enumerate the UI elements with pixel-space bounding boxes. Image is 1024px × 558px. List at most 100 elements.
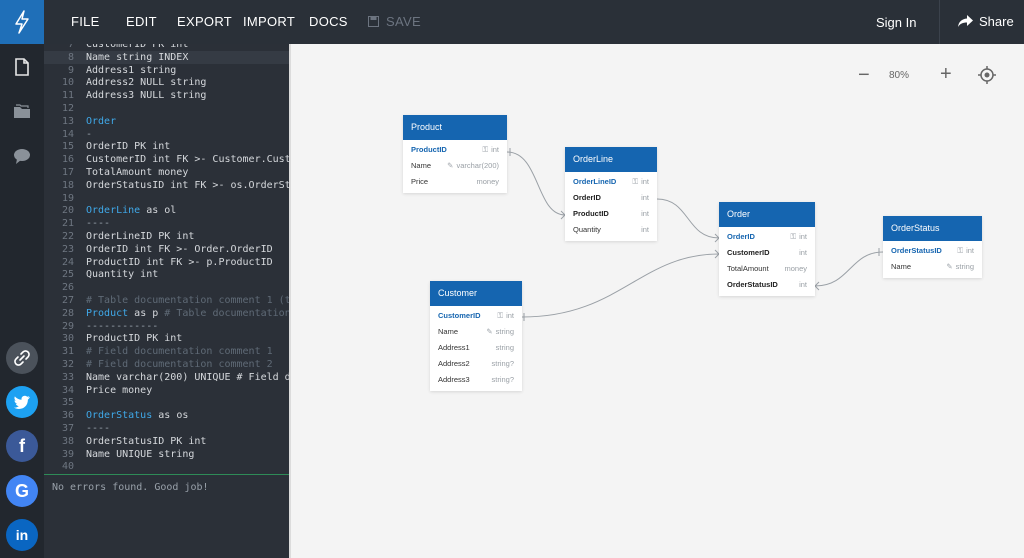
- zoom-in-button[interactable]: +: [940, 63, 952, 85]
- linkedin-icon[interactable]: in: [6, 519, 38, 551]
- code-line[interactable]: 35: [44, 396, 290, 409]
- table-field-row[interactable]: Name✎string: [430, 324, 522, 340]
- app-logo[interactable]: [0, 0, 44, 44]
- menu-save[interactable]: SAVE: [386, 14, 421, 29]
- table-field-row[interactable]: Name✎varchar(200): [403, 158, 507, 174]
- line-number: 34: [61, 384, 74, 396]
- code-text: Address2 NULL string: [86, 77, 207, 89]
- zoom-out-button[interactable]: −: [858, 64, 870, 86]
- code-line[interactable]: 19: [44, 192, 290, 205]
- field-type: ⚿int: [482, 142, 499, 158]
- twitter-icon[interactable]: [6, 386, 38, 418]
- share-button[interactable]: Share: [958, 14, 1014, 29]
- crosshair-icon[interactable]: [978, 66, 996, 84]
- table-field-row[interactable]: ProductID⚿int: [403, 142, 507, 158]
- facebook-icon[interactable]: f: [6, 430, 38, 462]
- code-line[interactable]: 31# Field documentation comment 1: [44, 345, 290, 358]
- relation-order-orderstatus: [814, 251, 884, 287]
- table-field-row[interactable]: OrderStatusID⚿int: [883, 243, 982, 259]
- table-title[interactable]: Product: [403, 115, 507, 140]
- table-field-row[interactable]: OrderLineID⚿int: [565, 174, 657, 190]
- field-name: OrderID: [573, 193, 601, 202]
- menu-export[interactable]: EXPORT: [177, 14, 233, 29]
- panel-splitter[interactable]: [289, 44, 291, 558]
- code-line[interactable]: 27# Table documentation comment 1 (try: [44, 294, 290, 307]
- code-line[interactable]: 12: [44, 102, 290, 115]
- table-field-row[interactable]: OrderID⚿int: [719, 229, 815, 245]
- code-line[interactable]: 29------------: [44, 320, 290, 333]
- google-icon[interactable]: G: [6, 475, 38, 507]
- sign-in-button[interactable]: Sign In: [876, 15, 917, 30]
- relation-product-orderline: [506, 151, 566, 216]
- table-field-row[interactable]: CustomerID⚿int: [430, 308, 522, 324]
- line-number: 35: [61, 397, 74, 409]
- code-text: ----: [86, 218, 111, 230]
- top-menu-bar: FILE EDIT EXPORT IMPORT DOCS SAVE Sign I…: [0, 0, 1024, 44]
- menu-edit[interactable]: EDIT: [126, 14, 157, 29]
- table-title[interactable]: OrderStatus: [883, 216, 982, 241]
- comment-icon[interactable]: [12, 146, 32, 166]
- code-text: ProductID int FK >- p.ProductID: [86, 256, 273, 268]
- code-line[interactable]: 37----: [44, 422, 290, 435]
- table-title[interactable]: OrderLine: [565, 147, 657, 172]
- save-icon: [368, 16, 379, 27]
- code-line[interactable]: 40: [44, 460, 290, 473]
- table-field-row[interactable]: Name✎string: [883, 259, 982, 275]
- code-line[interactable]: 32# Field documentation comment 2: [44, 358, 290, 371]
- field-type: ⚿int: [632, 174, 649, 190]
- code-text: # Table documentation comment 1 (try: [86, 295, 290, 306]
- menu-file[interactable]: FILE: [71, 14, 100, 29]
- line-number: 32: [61, 359, 74, 370]
- folder-icon[interactable]: [12, 102, 32, 122]
- code-line[interactable]: 26: [44, 281, 290, 294]
- menu-import[interactable]: IMPORT: [243, 14, 296, 29]
- code-line[interactable]: 14-: [44, 128, 290, 141]
- field-name: ProductID: [573, 209, 609, 218]
- table-title[interactable]: Order: [719, 202, 815, 227]
- code-line[interactable]: 21----: [44, 217, 290, 230]
- file-icon[interactable]: [12, 57, 32, 77]
- link-icon[interactable]: [6, 342, 38, 374]
- table-title[interactable]: Customer: [430, 281, 522, 306]
- line-number: 18: [61, 179, 74, 191]
- menu-docs[interactable]: DOCS: [309, 14, 348, 29]
